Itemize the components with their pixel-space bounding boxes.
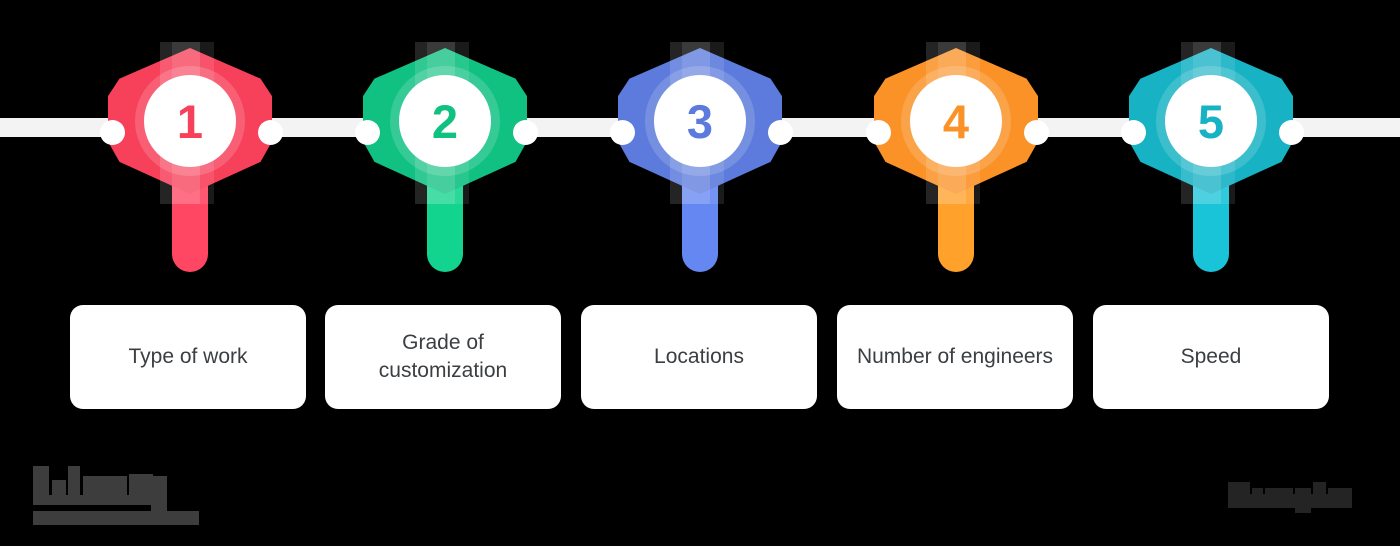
connector-nub-right-icon: [258, 120, 283, 145]
step-label-card-3[interactable]: Locations: [581, 305, 817, 409]
step-hexagon: 3: [610, 42, 793, 204]
step-number-disc: 4: [910, 75, 1002, 167]
connector-nub-left-icon: [1121, 120, 1146, 145]
step-markers-row: 1 2 3 4 5: [100, 42, 1304, 279]
step-hexagon: 4: [866, 42, 1049, 204]
step-number-label: 1: [176, 94, 204, 148]
connector-nub-left-icon: [610, 120, 635, 145]
step-number-disc: 5: [1165, 75, 1257, 167]
step-number-label: 4: [942, 94, 970, 148]
step-number-disc: 1: [144, 75, 236, 167]
step-label-text: Type of work: [128, 345, 248, 369]
step-label-card-5[interactable]: Speed: [1093, 305, 1329, 409]
footer-wordmark-right: [1228, 478, 1376, 513]
step-label-card-1[interactable]: Type of work: [70, 305, 306, 409]
connector-nub-right-icon: [513, 120, 538, 145]
step-label-text: Locations: [654, 345, 744, 369]
step-marker-2[interactable]: 2: [355, 42, 538, 279]
step-hexagon: 2: [355, 42, 538, 204]
step-number-disc: 3: [654, 75, 746, 167]
footer-logo-left: [33, 462, 203, 525]
step-label-text: Number of engineers: [856, 345, 1054, 369]
step-label-text: Grade of customization: [378, 331, 508, 382]
step-label-card-2[interactable]: Grade of customization: [325, 305, 561, 409]
redact-bar: [1228, 494, 1352, 508]
connector-nub-right-icon: [768, 120, 793, 145]
step-labels-row: Type of work Grade of customization Locati…: [0, 305, 1400, 409]
step-hexagon: 5: [1121, 42, 1304, 204]
step-marker-5[interactable]: 5: [1121, 42, 1304, 279]
step-marker-4[interactable]: 4: [866, 42, 1049, 279]
connector-nub-right-icon: [1279, 120, 1304, 145]
connector-nub-left-icon: [355, 120, 380, 145]
redact-bar: [33, 511, 199, 525]
connector-nub-left-icon: [100, 120, 125, 145]
step-number-disc: 2: [399, 75, 491, 167]
redact-bar: [68, 466, 80, 504]
step-number-label: 5: [1197, 94, 1225, 148]
step-marker-3[interactable]: 3: [610, 42, 793, 279]
step-number-label: 2: [431, 94, 459, 148]
connector-nub-left-icon: [866, 120, 891, 145]
step-hexagon: 1: [100, 42, 283, 204]
step-label-text: Speed: [1180, 345, 1242, 369]
redact-bar: [33, 466, 49, 504]
step-number-label: 3: [686, 94, 714, 148]
connector-nub-right-icon: [1024, 120, 1049, 145]
redact-bar: [33, 495, 167, 505]
step-label-card-4[interactable]: Number of engineers: [837, 305, 1073, 409]
step-marker-1[interactable]: 1: [100, 42, 283, 279]
